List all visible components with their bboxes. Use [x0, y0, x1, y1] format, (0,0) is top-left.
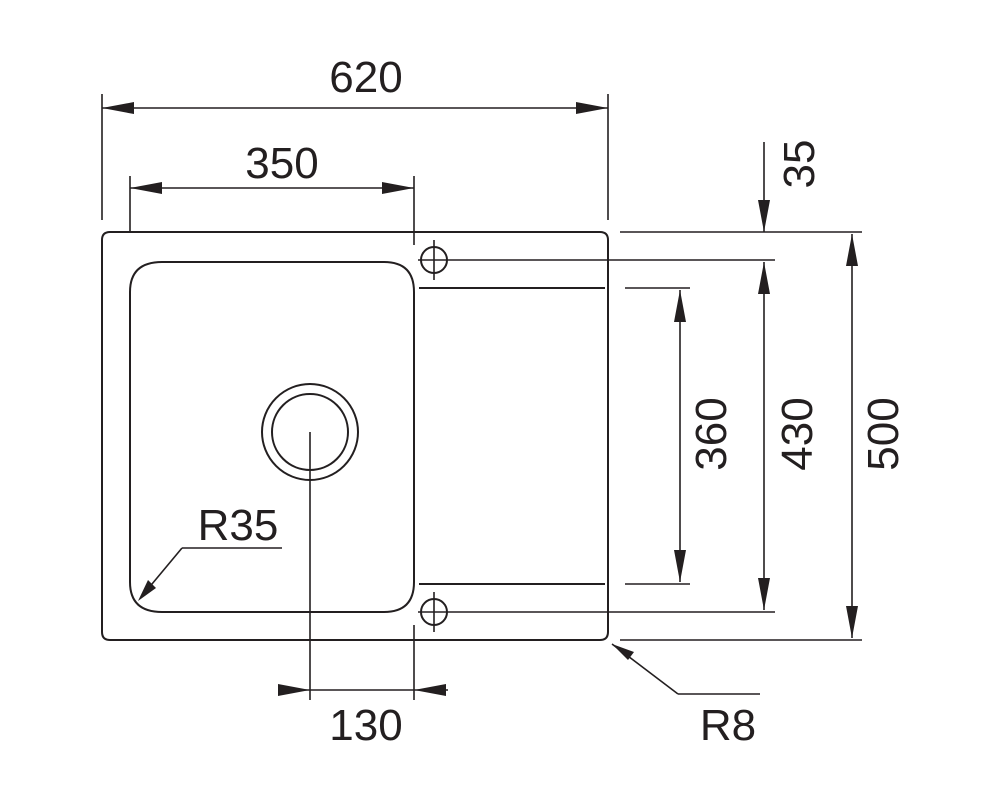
dim-label-35: 35 — [775, 140, 824, 189]
sink-bowl — [129, 261, 415, 613]
dim-drain-offset: 130 — [278, 684, 448, 750]
extension-lines — [101, 94, 862, 700]
dim-drainer-length: 360 — [674, 290, 736, 582]
dim-label-r35: R35 — [198, 501, 279, 550]
dim-label-500: 500 — [859, 397, 908, 470]
dim-overall-length: 500 — [846, 234, 908, 638]
drainer-area — [419, 287, 605, 585]
dim-top-offset: 35 — [758, 140, 824, 232]
dim-label-360: 360 — [687, 397, 736, 470]
dim-label-620: 620 — [329, 53, 402, 102]
top-tap-hole — [418, 240, 775, 280]
dim-label-350: 350 — [245, 139, 318, 188]
dim-label-130: 130 — [329, 701, 402, 750]
sink-outline — [101, 231, 609, 641]
dim-bowl-width: 350 — [130, 139, 414, 194]
leader-r35: R35 — [138, 501, 282, 601]
dim-label-r8: R8 — [700, 701, 756, 750]
dim-bowl-length: 430 — [758, 262, 822, 610]
dim-overall-width: 620 — [102, 53, 608, 114]
leader-r8: R8 — [611, 643, 760, 750]
bottom-tap-hole — [418, 592, 775, 632]
dim-label-430: 430 — [773, 397, 822, 470]
